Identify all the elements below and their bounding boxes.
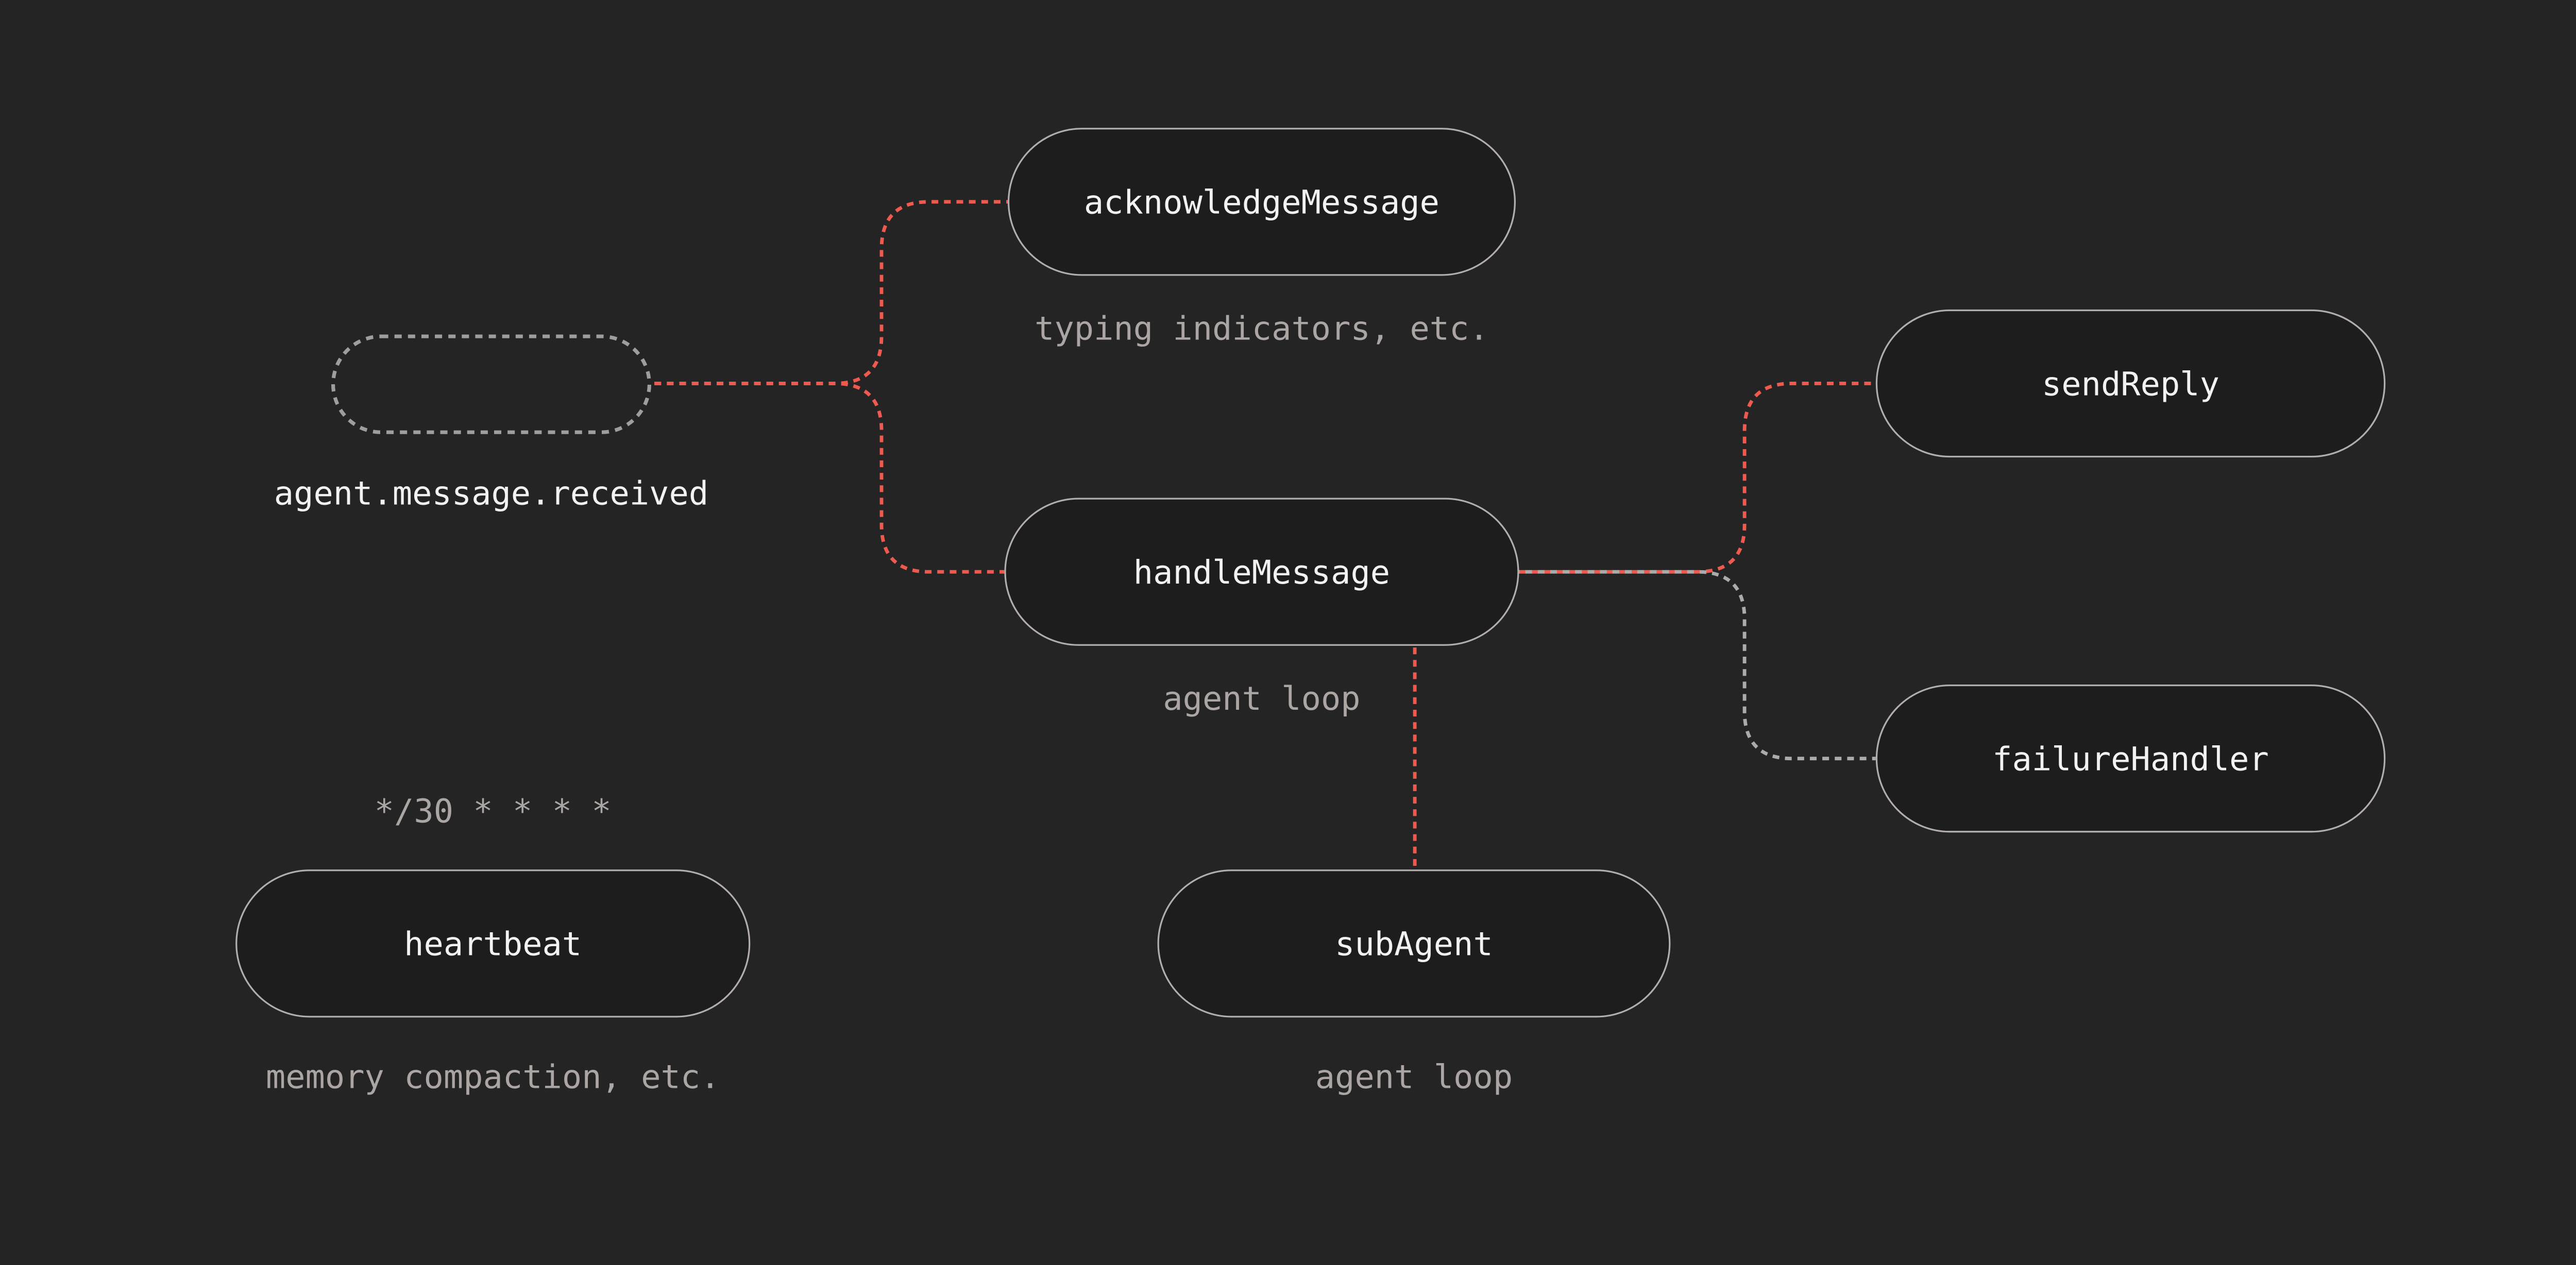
node-handle-message: handleMessage — [1004, 498, 1519, 646]
event-trigger-label: agent.message.received — [274, 474, 709, 513]
edge-handle-to-failurehandler — [1519, 570, 1876, 761]
caption-typing-indicators: typing indicators, etc. — [1035, 309, 1489, 348]
edge-handle-to-sendreply — [1519, 382, 1876, 574]
node-handle-label: handleMessage — [1133, 552, 1391, 591]
node-heartbeat-label: heartbeat — [404, 924, 582, 963]
heartbeat-cron-schedule: */30 * * * * — [374, 792, 612, 831]
caption-subagent-agent-loop: agent loop — [1315, 1057, 1513, 1097]
node-failure-handler-label: failureHandler — [1992, 739, 2269, 778]
event-node — [331, 334, 651, 434]
node-sub-agent-label: subAgent — [1335, 924, 1493, 963]
node-sub-agent: subAgent — [1157, 869, 1671, 1018]
node-acknowledge-message: acknowledgeMessage — [1007, 128, 1516, 276]
caption-memory-compaction: memory compaction, etc. — [265, 1057, 720, 1097]
node-send-reply: sendReply — [1875, 309, 2386, 458]
node-heartbeat: heartbeat — [235, 869, 751, 1018]
edge-event-to-acknowledge — [654, 200, 1008, 385]
node-failure-handler: failureHandler — [1875, 684, 2386, 833]
caption-handle-agent-loop: agent loop — [1163, 679, 1361, 719]
node-acknowledge-label: acknowledgeMessage — [1083, 182, 1439, 221]
edge-event-to-handle — [654, 382, 1005, 574]
node-send-reply-label: sendReply — [2041, 364, 2220, 403]
